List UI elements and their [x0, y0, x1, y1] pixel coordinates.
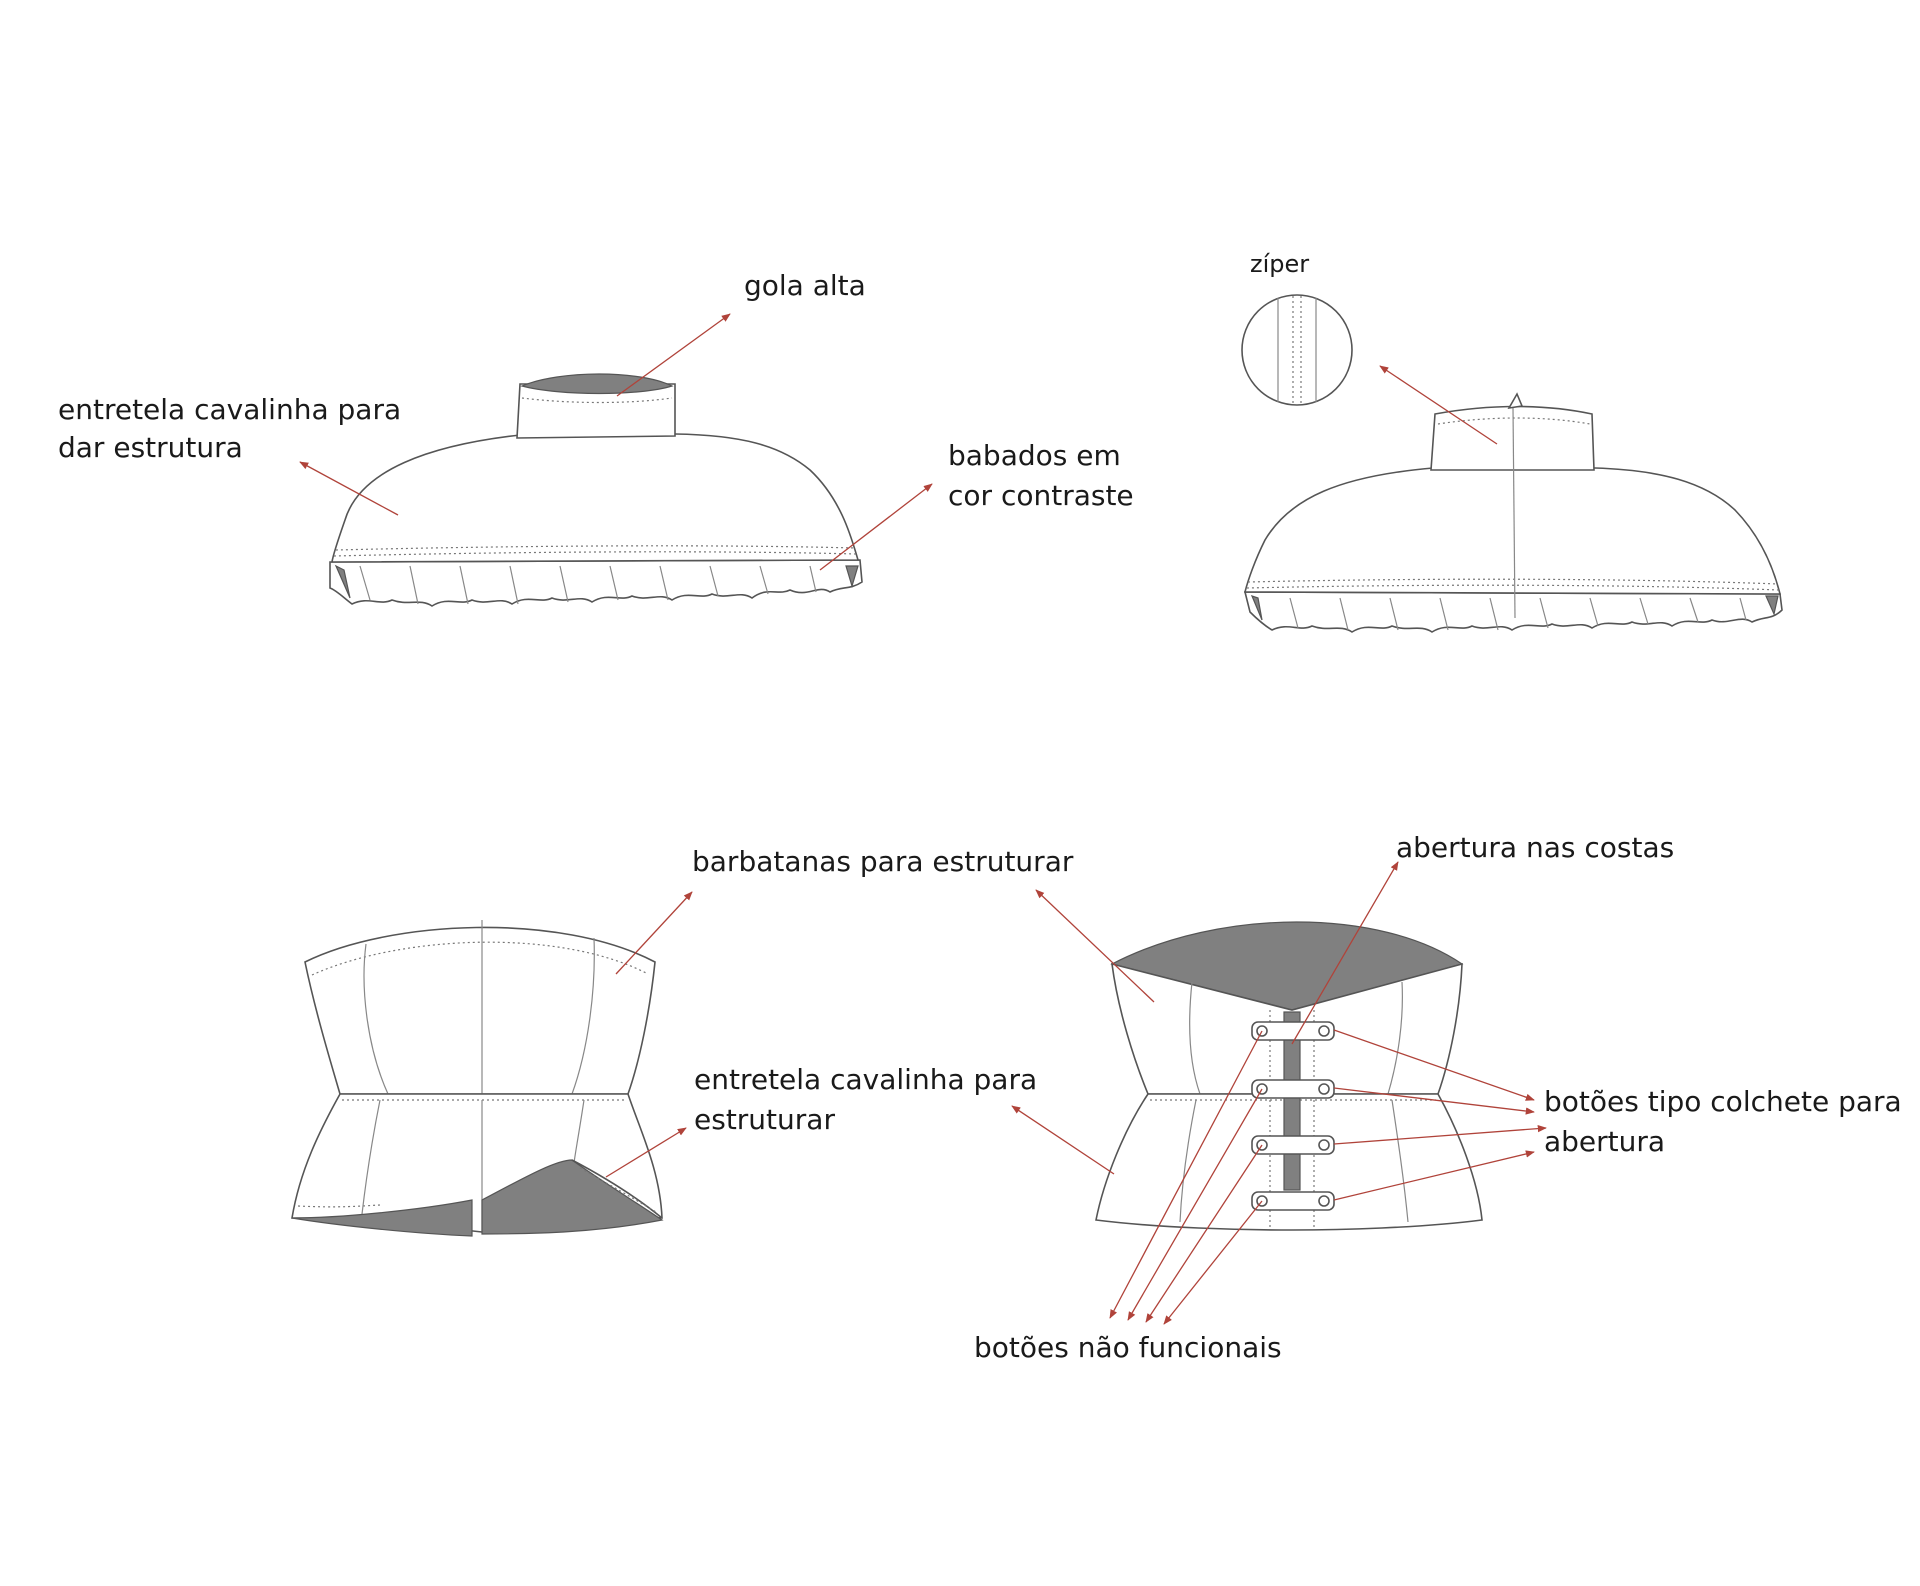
leader-gola-alta [616, 313, 731, 397]
label-botoes-nao-funcionais: botões não funcionais [974, 1331, 1282, 1364]
back-zipper-line [1512, 407, 1516, 619]
leader-nao-funcionais-3 [1145, 1144, 1263, 1323]
corset-back-top-lining [1110, 921, 1464, 1011]
cape-front-body [331, 433, 860, 563]
leader-colchete-1 [1333, 1029, 1535, 1101]
label-abertura-nas-costas: abertura nas costas [1396, 831, 1675, 864]
label-babados-line2: cor contraste [948, 479, 1134, 512]
cape-back-ruffle [1243, 591, 1783, 633]
leader-barbatanas [615, 891, 693, 975]
leader-colchete-3 [1333, 1124, 1547, 1145]
cape-back-drawing [1241, 294, 1783, 633]
leader-entretela-1 [299, 461, 399, 516]
leader-colchete-4 [1333, 1150, 1535, 1201]
label-entretela-corset-line2: estruturar [694, 1103, 835, 1136]
leader-barbatanas-back [1035, 889, 1155, 1003]
label-babados-line1: babados em [948, 439, 1121, 472]
label-barbatanas: barbatanas para estruturar [692, 845, 1074, 878]
cape-back-body [1243, 467, 1782, 595]
closure-tab-4 [1251, 1191, 1335, 1211]
label-botoes-colchete-line2: abertura [1544, 1125, 1666, 1158]
leader-babados [819, 483, 933, 571]
corset-front-lining-left [291, 1199, 473, 1237]
corset-front-upper [304, 926, 656, 1095]
collar-inner [520, 373, 674, 395]
cape-front-drawing [329, 373, 863, 607]
label-ziper: zíper [1250, 250, 1310, 278]
annotation-leaders [299, 313, 1547, 1325]
label-botoes-colchete-line1: botões tipo colchete para [1544, 1085, 1902, 1118]
leader-nao-funcionais-4 [1163, 1200, 1263, 1325]
closure-tab-1 [1251, 1021, 1335, 1041]
corset-front-lining-right [481, 1159, 664, 1235]
corset-back-drawing [1095, 921, 1483, 1231]
cape-front-ruffle [329, 559, 863, 607]
label-entretela-cape-line2: dar estrutura [58, 431, 243, 464]
closure-tab-2 [1251, 1079, 1335, 1099]
leader-nao-funcionais-1 [1109, 1030, 1263, 1319]
closure-tab-3 [1251, 1135, 1335, 1155]
zipper-detail-circle [1241, 294, 1353, 406]
leader-abertura [1291, 861, 1399, 1045]
label-entretela-cape-line1: entretela cavalinha para [58, 393, 402, 426]
leader-ziper [1379, 365, 1498, 445]
leader-entretela-back [1011, 1105, 1115, 1175]
leader-entretela-2 [605, 1127, 687, 1178]
leader-colchete-2 [1333, 1087, 1535, 1115]
label-gola-alta: gola alta [744, 269, 866, 302]
leader-nao-funcionais-2 [1127, 1088, 1263, 1321]
label-entretela-corset-line1: entretela cavalinha para [694, 1063, 1038, 1096]
corset-front-drawing [291, 920, 664, 1237]
cape-back-collar [1430, 405, 1595, 471]
